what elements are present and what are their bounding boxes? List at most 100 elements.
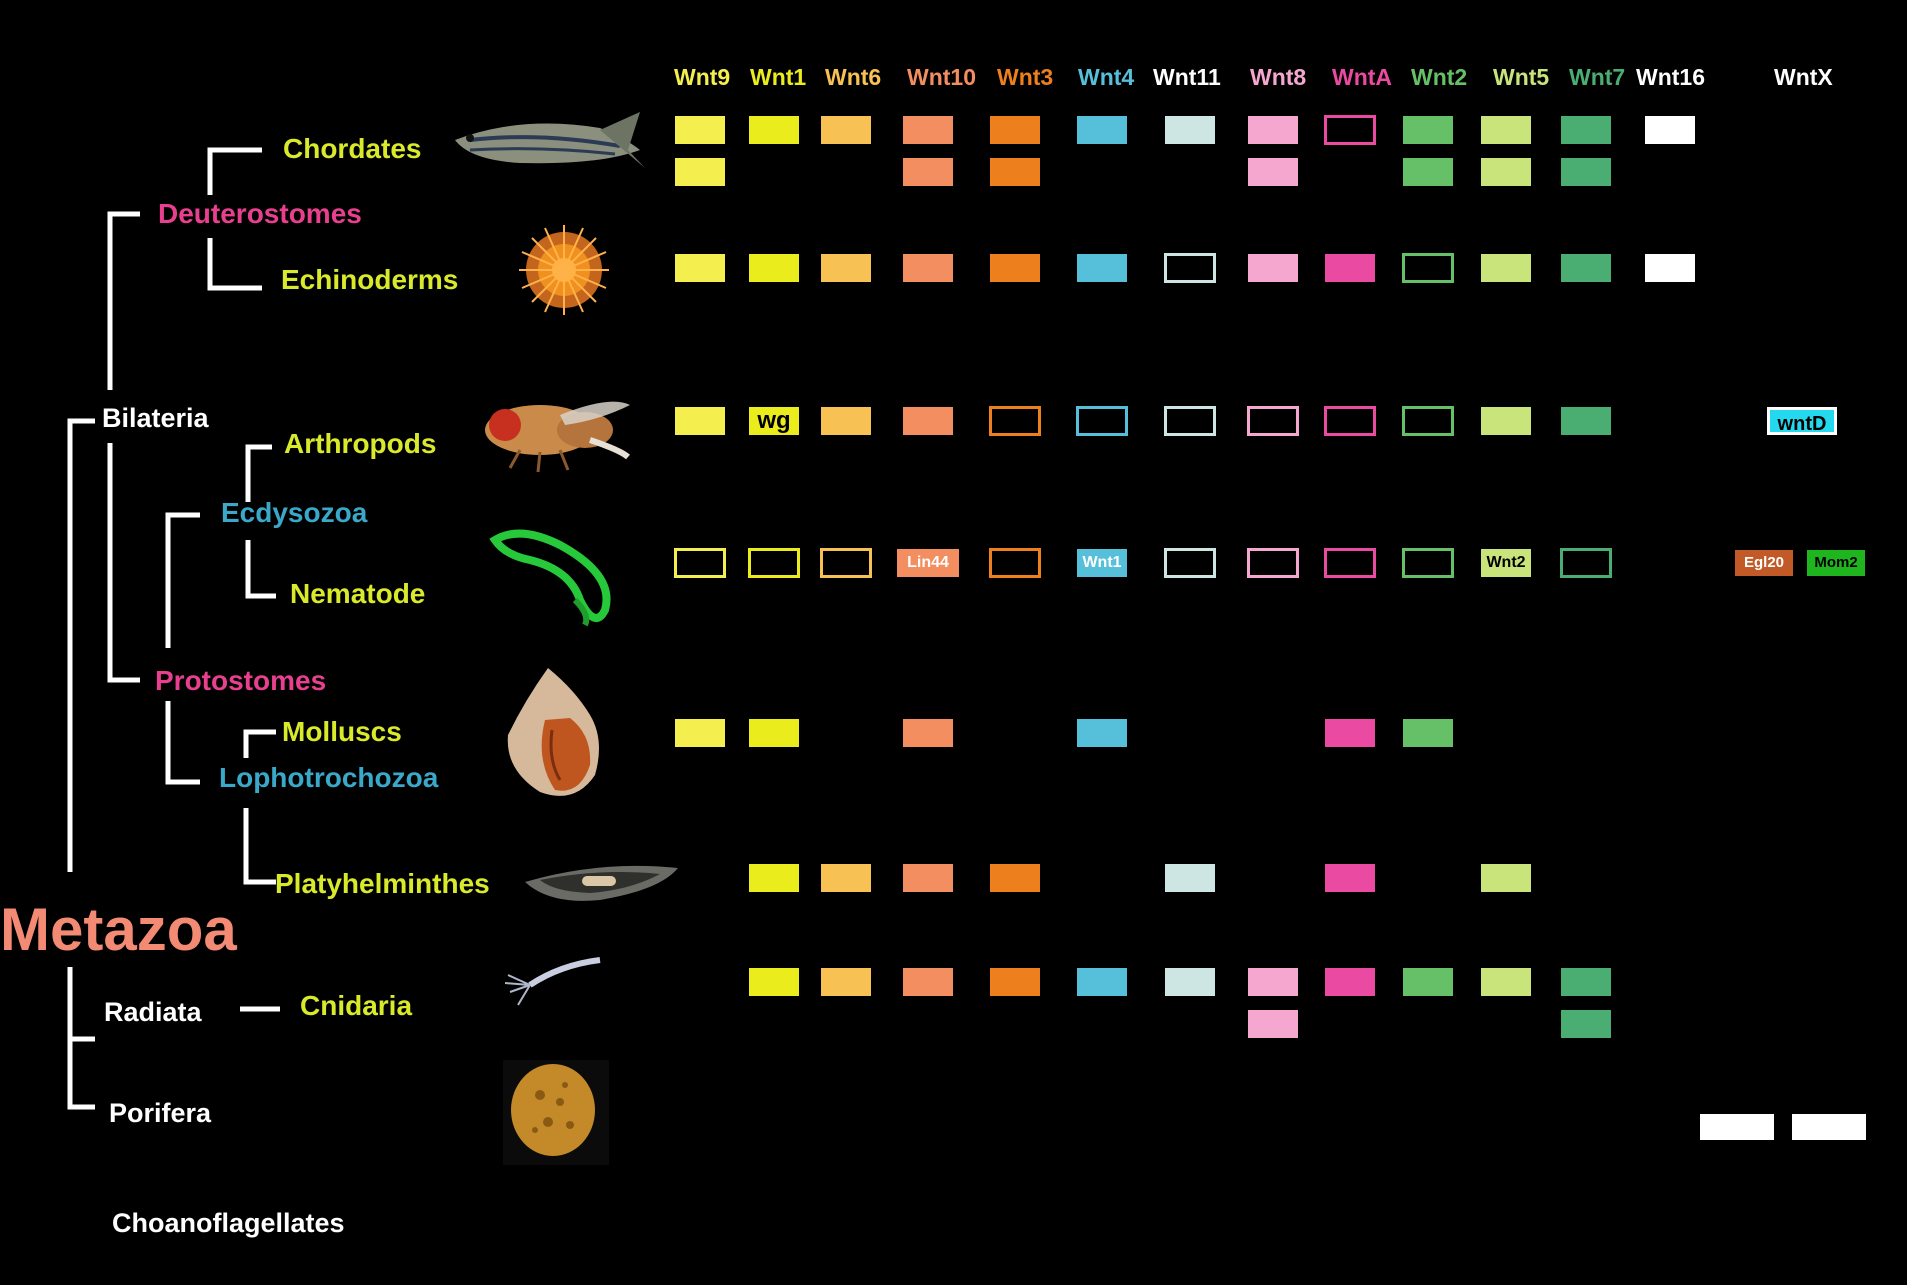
header-wntA: WntA <box>1332 64 1392 91</box>
cell-chordates-wnt2-1 <box>1403 158 1453 186</box>
cell-cnidaria-wnt7-1 <box>1561 1010 1611 1038</box>
cell-cnidaria-wnt11-0 <box>1165 968 1215 996</box>
cell-cnidaria-wnt3-0 <box>990 968 1040 996</box>
branch-arthropods <box>248 447 272 502</box>
cell-cnidaria-wnt1-0 <box>749 968 799 996</box>
cell-cnidaria-wnt8-1 <box>1248 1010 1298 1038</box>
branch-metazoa-bilateria <box>70 421 95 872</box>
header-wnt3: Wnt3 <box>997 64 1053 91</box>
cell-echinoderms-wnt10-0 <box>903 254 953 282</box>
cell-nematode-wnt3-lost <box>989 548 1041 578</box>
cell-chordates-wnt10-1 <box>903 158 953 186</box>
cell-arthropods-wnt7-0 <box>1561 407 1611 435</box>
cell-arthropods-wnt9-0 <box>675 407 725 435</box>
cell-molluscs-wnt1-0 <box>749 719 799 747</box>
label-protostomes: Protostomes <box>155 665 326 697</box>
cell-cnidaria-wntA-0 <box>1325 968 1375 996</box>
cell-chordates-wnt6-0 <box>821 116 871 144</box>
branch-deuterostomes <box>210 150 262 195</box>
branch-nematode <box>248 540 276 596</box>
nematode-worm-image <box>495 534 607 625</box>
cell-arthropods-wnt1-label: wg <box>749 407 799 435</box>
cell-arthropods-wnt11-lost <box>1164 406 1216 436</box>
cell-chordates-wnt10-0 <box>903 116 953 144</box>
sea-urchin-image <box>519 225 609 315</box>
cell-nematode-wnt7-lost <box>1560 548 1612 578</box>
cell-molluscs-wnt9-0 <box>675 719 725 747</box>
cell-echinoderms-wnt6-0 <box>821 254 871 282</box>
label-bilateria: Bilateria <box>102 403 209 434</box>
header-wnt10: Wnt10 <box>907 64 976 91</box>
cell-porifera-wntX-1 <box>1792 1114 1866 1140</box>
cell-platyhelminthes-wnt1-0 <box>749 864 799 892</box>
cell-chordates-wnt7-0 <box>1561 116 1611 144</box>
branch-bilateria-deuterostomes <box>110 214 140 390</box>
branch-molluscs <box>246 732 276 758</box>
cell-echinoderms-wnt5-0 <box>1481 254 1531 282</box>
cell-nematode-wnt9-lost <box>674 548 726 578</box>
cell-chordates-wnt4-0 <box>1077 116 1127 144</box>
branch-echinoderms <box>210 238 262 288</box>
hydra-polyp-image <box>505 960 600 1005</box>
cell-chordates-wnt1-0 <box>749 116 799 144</box>
cell-chordates-wnt8-1 <box>1248 158 1298 186</box>
header-wnt6: Wnt6 <box>825 64 881 91</box>
cell-nematode-wnt10-label: Lin44 <box>897 549 959 577</box>
cell-molluscs-wnt2-0 <box>1403 719 1453 747</box>
cell-nematode-wnt8-lost <box>1247 548 1299 578</box>
header-wnt4: Wnt4 <box>1078 64 1134 91</box>
branch-lophotrochozoa <box>168 701 200 782</box>
cell-nematode-wntX-1: Mom2 <box>1807 550 1865 576</box>
label-radiata: Radiata <box>104 997 202 1028</box>
fruit-fly-image <box>485 402 630 472</box>
cell-echinoderms-wnt4-0 <box>1077 254 1127 282</box>
cell-chordates-wntA-lost <box>1324 115 1376 145</box>
cell-arthropods-wntA-lost <box>1324 406 1376 436</box>
cell-echinoderms-wnt3-0 <box>990 254 1040 282</box>
whelk-shell-image <box>508 668 599 796</box>
label-arthropods: Arthropods <box>284 428 436 460</box>
cell-echinoderms-wnt7-0 <box>1561 254 1611 282</box>
cell-chordates-wnt3-0 <box>990 116 1040 144</box>
cell-molluscs-wntA-0 <box>1325 719 1375 747</box>
header-wnt1: Wnt1 <box>750 64 806 91</box>
sponge-image <box>503 1060 609 1165</box>
cell-chordates-wnt9-0 <box>675 116 725 144</box>
cell-cnidaria-wnt6-0 <box>821 968 871 996</box>
cell-echinoderms-wnt9-0 <box>675 254 725 282</box>
label-metazoa: Metazoa <box>0 895 237 964</box>
cell-arthropods-wnt5-0 <box>1481 407 1531 435</box>
cell-platyhelminthes-wnt11-0 <box>1165 864 1215 892</box>
cell-arthropods-wnt8-lost <box>1247 406 1299 436</box>
cell-cnidaria-wnt5-0 <box>1481 968 1531 996</box>
branch-ecdysozoa <box>168 515 200 648</box>
label-ecdysozoa: Ecdysozoa <box>221 497 367 529</box>
cell-nematode-wntA-lost <box>1324 548 1376 578</box>
label-chordates: Chordates <box>283 133 421 165</box>
cell-chordates-wnt3-1 <box>990 158 1040 186</box>
cell-chordates-wnt7-1 <box>1561 158 1611 186</box>
cell-molluscs-wnt4-0 <box>1077 719 1127 747</box>
cell-echinoderms-wnt8-0 <box>1248 254 1298 282</box>
label-deuterostomes: Deuterostomes <box>158 198 362 230</box>
cell-echinoderms-wntA-0 <box>1325 254 1375 282</box>
cell-nematode-wnt4-label: Wnt1 <box>1077 549 1127 577</box>
header-wnt7: Wnt7 <box>1569 64 1625 91</box>
label-porifera: Porifera <box>109 1098 211 1129</box>
cell-nematode-wnt11-lost <box>1164 548 1216 578</box>
label-nematode: Nematode <box>290 578 425 610</box>
cell-nematode-wnt6-lost <box>820 548 872 578</box>
cell-cnidaria-wnt4-0 <box>1077 968 1127 996</box>
cell-porifera-wntX-0 <box>1700 1114 1774 1140</box>
cell-platyhelminthes-wntA-0 <box>1325 864 1375 892</box>
header-wntX: WntX <box>1774 64 1833 91</box>
cell-nematode-wnt2-lost <box>1402 548 1454 578</box>
header-wnt8: Wnt8 <box>1250 64 1306 91</box>
cell-chordates-wnt2-0 <box>1403 116 1453 144</box>
label-choanoflagellates: Choanoflagellates <box>112 1208 345 1239</box>
cell-echinoderms-wnt1-0 <box>749 254 799 282</box>
cell-chordates-wnt11-0 <box>1165 116 1215 144</box>
header-wnt2: Wnt2 <box>1411 64 1467 91</box>
